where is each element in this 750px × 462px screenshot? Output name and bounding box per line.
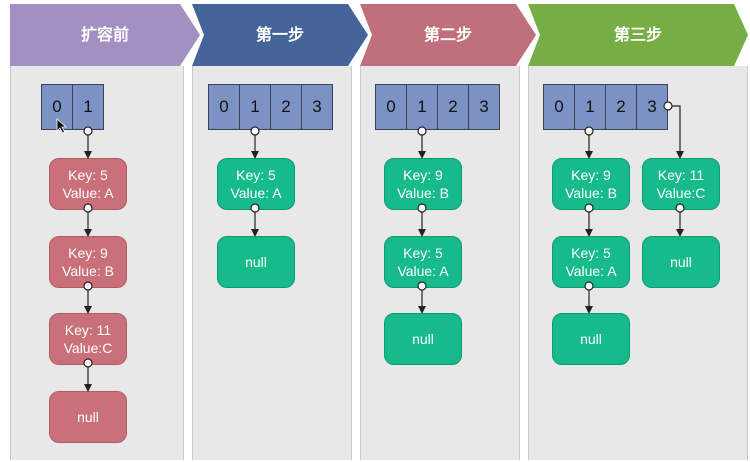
node-value: Value: B (397, 185, 449, 201)
null-label: null (245, 254, 267, 270)
array-cell: 0 (544, 85, 575, 129)
entry-node: Key: 5 Value: A (217, 158, 295, 210)
node-key: Key: 11 (657, 167, 705, 183)
null-node: null (552, 313, 630, 365)
null-node: null (217, 236, 295, 288)
node-value: Value: A (62, 185, 114, 201)
node-key: Key: 9 (571, 167, 611, 183)
header-title: 第二步 (423, 25, 472, 44)
node-value: Value: A (565, 263, 617, 279)
array-before: 0 1 (41, 84, 104, 130)
header-title: 扩容前 (80, 25, 129, 44)
node-key: Key: 11 (64, 322, 112, 338)
node-key: Key: 5 (571, 245, 611, 261)
array-step2: 0 1 2 3 (375, 84, 500, 130)
array-cell: 1 (575, 85, 606, 129)
node-value: Value: A (397, 263, 449, 279)
entry-node: Key: 5 Value: A (384, 236, 462, 288)
header-title: 第三步 (613, 25, 662, 44)
array-cell: 1 (83, 97, 93, 116)
array-step3: 0 1 2 3 (543, 84, 668, 130)
array-cell: 1 (407, 85, 438, 129)
null-node: null (49, 391, 127, 443)
entry-node: Key: 5 Value: A (552, 236, 630, 288)
entry-node: Key: 9 Value: B (552, 158, 630, 210)
header-step3: 第三步 (528, 4, 748, 66)
header-title: 第一步 (255, 25, 304, 44)
entry-node: Key: 5 Value: A (49, 158, 127, 210)
node-value: Value: A (230, 185, 282, 201)
header-step1: 第一步 (192, 4, 368, 66)
array-cell: 0 (42, 85, 73, 129)
array-cell: 1 (240, 85, 271, 129)
entry-node: Key: 9 Value: B (384, 158, 462, 210)
node-value: Value:C (63, 340, 113, 356)
null-label: null (670, 254, 692, 270)
array-cell: 2 (271, 85, 302, 129)
null-node: null (384, 313, 462, 365)
null-label: null (580, 331, 602, 347)
header-before: 扩容前 (10, 4, 200, 66)
node-value: Value: B (62, 263, 114, 279)
node-key: Key: 5 (68, 167, 108, 183)
null-label: null (77, 409, 99, 425)
entry-node: Key: 11 Value:C (49, 313, 127, 365)
node-value: Value:C (656, 185, 706, 201)
node-key: Key: 5 (403, 245, 443, 261)
array-cell: 3 (312, 97, 322, 116)
null-label: null (412, 331, 434, 347)
header-step2: 第二步 (360, 4, 536, 66)
array-cell: 2 (438, 85, 469, 129)
array-cell: 0 (376, 85, 407, 129)
node-key: Key: 9 (68, 245, 108, 261)
array-step1: 0 1 2 3 (208, 84, 333, 130)
null-node: null (642, 236, 720, 288)
node-value: Value: B (565, 185, 617, 201)
entry-node: Key: 11 Value:C (642, 158, 720, 210)
array-cell: 2 (606, 85, 637, 129)
array-cell: 3 (479, 97, 489, 116)
node-key: Key: 9 (403, 167, 443, 183)
array-cell: 0 (209, 85, 240, 129)
array-cell: 3 (647, 97, 657, 116)
node-key: Key: 5 (236, 167, 276, 183)
mouse-cursor-icon (56, 118, 68, 134)
entry-node: Key: 9 Value: B (49, 236, 127, 288)
